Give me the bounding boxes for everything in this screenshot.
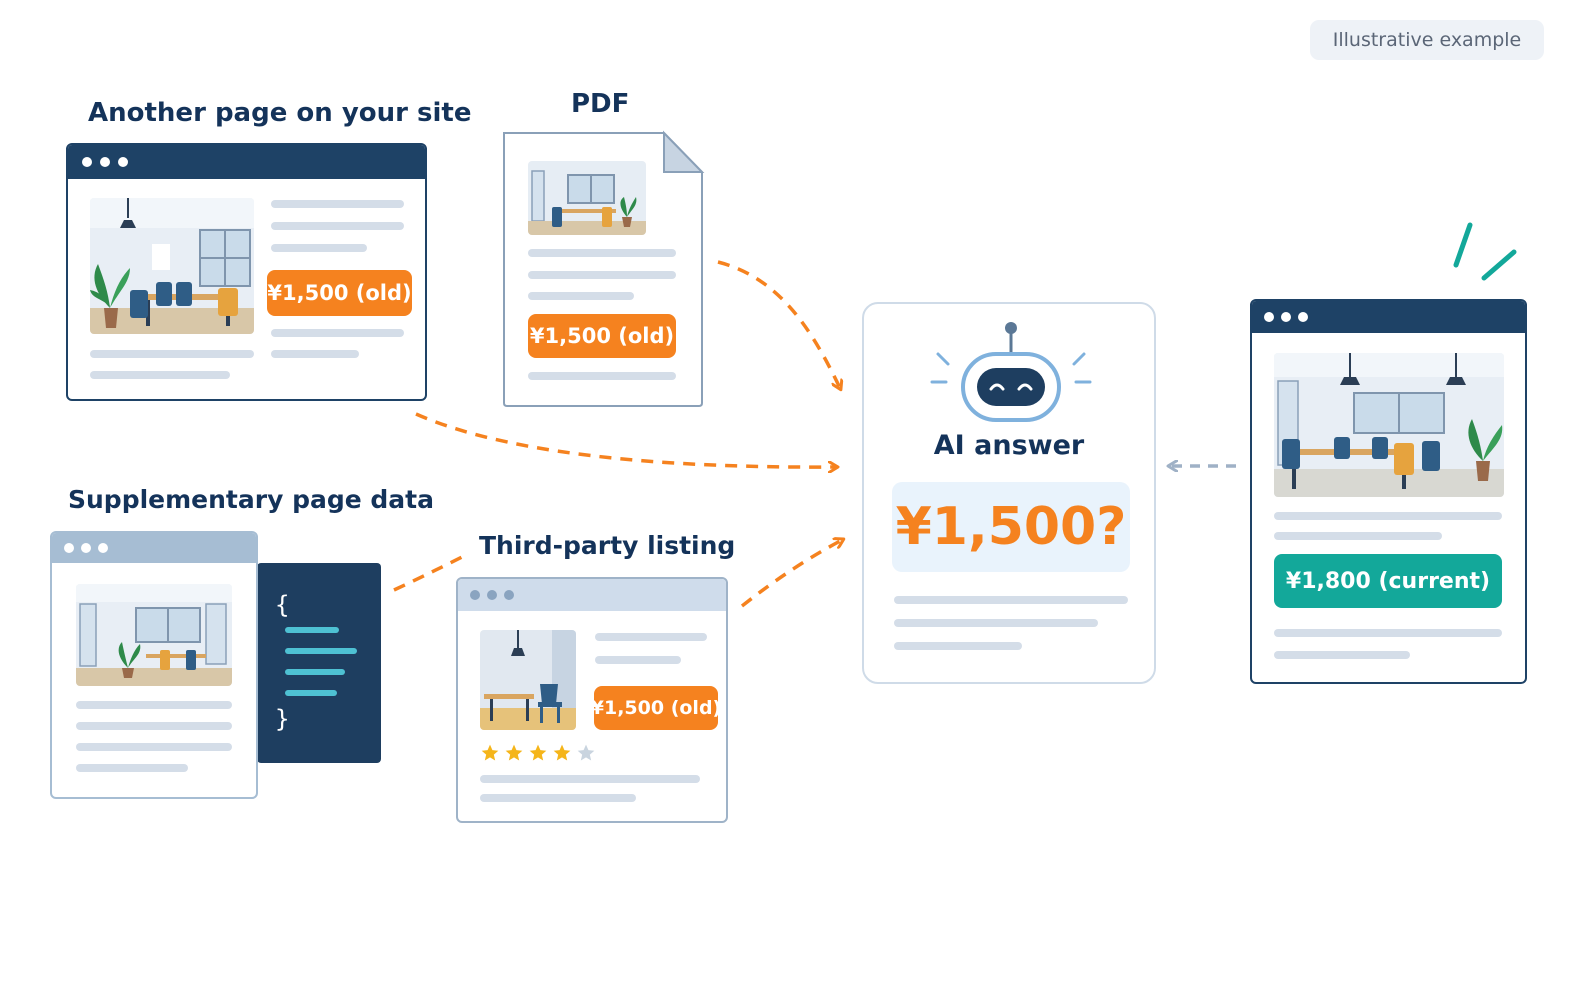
star-icon xyxy=(553,744,571,761)
third-party-window: ¥1,500 (old) xyxy=(456,577,728,823)
code-line xyxy=(285,648,357,654)
ai-answer-title: AI answer xyxy=(933,430,1085,461)
text-line xyxy=(894,596,1128,604)
text-line xyxy=(1274,651,1410,659)
ai-answer-card: AI answer ¥1,500? xyxy=(862,302,1156,684)
text-line xyxy=(480,794,636,802)
window-dot-icon xyxy=(470,590,480,600)
listing-photo xyxy=(480,630,576,730)
text-line xyxy=(480,775,700,783)
text-line xyxy=(76,701,232,709)
text-line xyxy=(76,722,232,730)
text-line xyxy=(528,249,676,257)
rating-stars xyxy=(480,743,596,765)
window-dot-icon xyxy=(118,157,128,167)
current-page-window: ¥1,800 (current) xyxy=(1250,299,1527,684)
another-page-window: ¥1,500 (old) xyxy=(66,143,427,401)
third-party-title: Third-party listing xyxy=(479,531,736,560)
window-dot-icon xyxy=(64,543,74,553)
ai-answer-price: ¥1,500? xyxy=(892,482,1130,572)
dashed-arrow-icon xyxy=(415,412,836,467)
another-page-title: Another page on your site xyxy=(88,98,472,128)
illustrative-badge: Illustrative example xyxy=(1310,20,1544,60)
code-line xyxy=(285,690,337,696)
text-line xyxy=(528,292,634,300)
code-line xyxy=(285,627,339,633)
dashed-arrow-icon xyxy=(717,260,840,388)
window-dot-icon xyxy=(487,590,497,600)
text-line xyxy=(1274,512,1502,520)
window-dot-icon xyxy=(1264,312,1274,322)
window-dot-icon xyxy=(1281,312,1291,322)
pdf-photo xyxy=(528,161,646,235)
window-titlebar xyxy=(52,533,256,563)
price-old-badge: ¥1,500 (old) xyxy=(267,270,412,316)
structured-data-code-panel: { } xyxy=(257,563,381,763)
pdf-price-old-badge: ¥1,500 (old) xyxy=(528,314,676,358)
text-line xyxy=(90,371,230,379)
code-close-brace: } xyxy=(275,705,290,733)
text-line xyxy=(271,244,367,252)
text-line xyxy=(271,222,404,230)
star-icon xyxy=(529,744,547,761)
text-line xyxy=(528,271,676,279)
listing-price-old-badge: ¥1,500 (old) xyxy=(591,686,721,730)
star-icon xyxy=(577,744,595,761)
text-line xyxy=(271,329,404,337)
supplementary-title: Supplementary page data xyxy=(68,485,434,514)
star-icon xyxy=(481,744,499,761)
text-line xyxy=(595,656,681,664)
code-open-brace: { xyxy=(275,591,290,619)
dashed-arrow-icon xyxy=(393,554,465,592)
window-titlebar xyxy=(458,579,726,611)
text-line xyxy=(76,743,232,751)
text-line xyxy=(271,350,359,358)
window-titlebar xyxy=(68,145,425,179)
dashed-arrow-icon xyxy=(740,540,842,608)
window-dot-icon xyxy=(98,543,108,553)
supplementary-window xyxy=(50,531,258,799)
price-current-badge: ¥1,800 (current) xyxy=(1274,554,1502,608)
text-line xyxy=(76,764,188,772)
text-line xyxy=(90,350,254,358)
supplementary-photo xyxy=(76,584,232,686)
window-titlebar xyxy=(1252,301,1525,333)
pdf-title: PDF xyxy=(571,89,630,119)
robot-icon xyxy=(928,318,1094,422)
text-line xyxy=(271,200,404,208)
text-line xyxy=(595,633,707,641)
window-dot-icon xyxy=(100,157,110,167)
office-photo xyxy=(90,198,254,334)
text-line xyxy=(894,619,1098,627)
star-icon xyxy=(505,744,523,761)
text-line xyxy=(1274,532,1442,540)
window-dot-icon xyxy=(81,543,91,553)
window-dot-icon xyxy=(82,157,92,167)
window-dot-icon xyxy=(1298,312,1308,322)
text-line xyxy=(894,642,1022,650)
current-office-photo xyxy=(1274,353,1504,497)
code-line xyxy=(285,669,345,675)
text-line xyxy=(1274,629,1502,637)
text-line xyxy=(528,372,676,380)
window-dot-icon xyxy=(504,590,514,600)
